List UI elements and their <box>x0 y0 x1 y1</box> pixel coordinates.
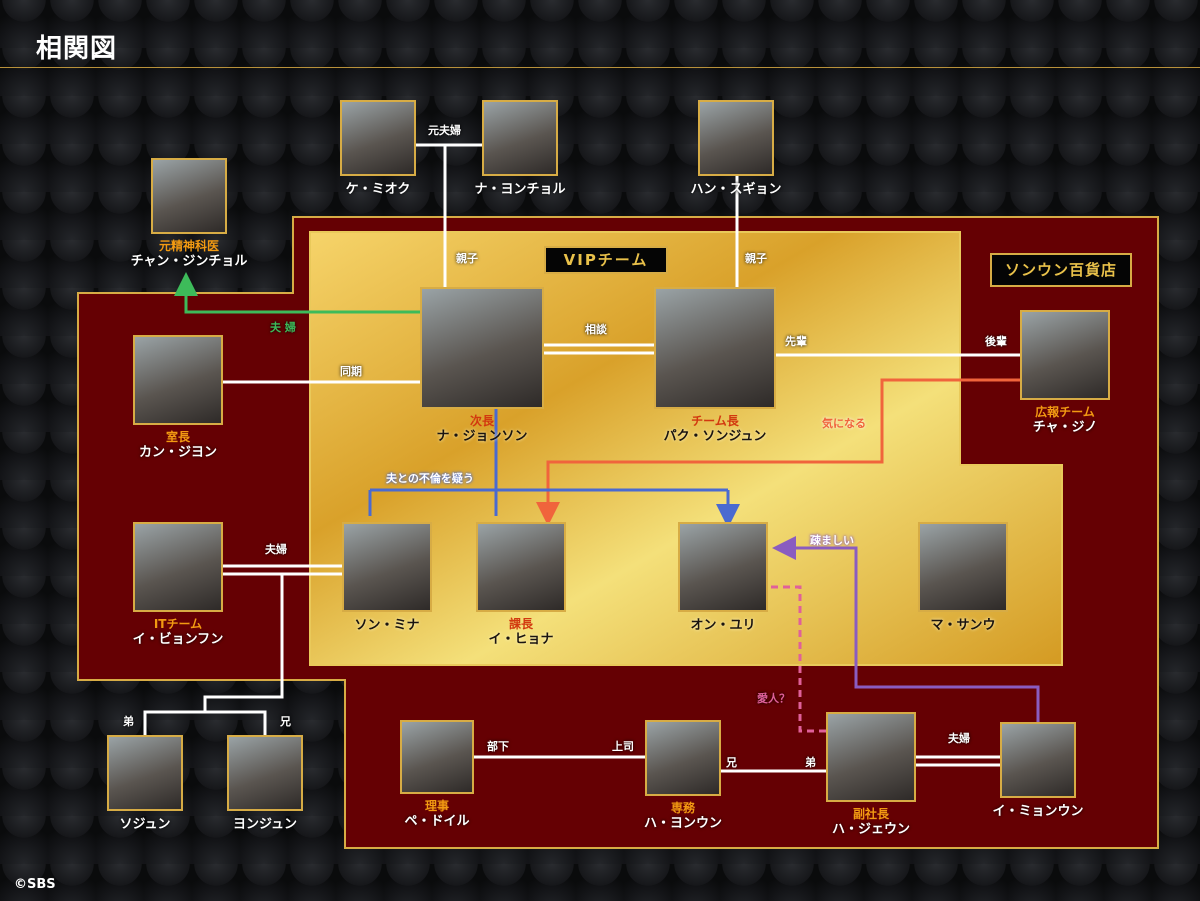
person-name: チャン・ジンチョル <box>130 254 248 269</box>
person-name: ハン・スギョン <box>690 182 782 197</box>
person-name: ナ・ヨンチョル <box>474 182 566 197</box>
title-divider <box>0 67 1200 68</box>
person-name: ソジュン <box>119 817 171 832</box>
relation-label: 夫との不倫を疑う <box>386 472 474 485</box>
relation-label: 気になる <box>822 417 866 430</box>
portrait-photo <box>678 522 768 612</box>
person-role: チーム長 <box>691 414 739 428</box>
white-relation-lines <box>143 143 1020 773</box>
relation-label: 疎ましい <box>810 534 854 547</box>
relation-label: 夫婦 <box>948 732 970 745</box>
relation-label: 親子 <box>456 252 478 265</box>
relation-label: 上司 <box>612 740 634 753</box>
person-role: 専務 <box>670 801 695 815</box>
person-role: 次長 <box>469 414 494 428</box>
portrait-photo <box>698 100 774 176</box>
person-name: ハ・ジェウン <box>831 822 910 837</box>
relation-label: 同期 <box>340 365 362 378</box>
relation-label: 部下 <box>487 740 509 753</box>
portrait-photo <box>342 522 432 612</box>
person-name: ナ・ジョンソン <box>436 429 528 444</box>
person-sojun: ソジュン <box>65 735 225 833</box>
page-title: 相関図 <box>36 34 118 64</box>
person-park-sonjun: チーム長パク・ソンジュン <box>635 287 795 445</box>
portrait-photo <box>133 522 223 612</box>
person-name: ケ・ミオク <box>345 182 411 197</box>
lover-dashed-line <box>770 585 826 733</box>
person-name: ハ・ヨンウン <box>643 816 722 831</box>
suspect-arrows <box>368 409 730 514</box>
relation-label: 後輩 <box>985 335 1007 348</box>
portrait-photo <box>420 287 544 409</box>
store-tag: ソンウン百貨店 <box>990 253 1132 287</box>
relation-label: 愛人？ <box>757 692 790 705</box>
person-cha-jino: 広報チームチャ・ジノ <box>985 310 1145 436</box>
relation-label: 弟 <box>123 715 134 728</box>
person-name: イ・ビョンフン <box>132 632 224 647</box>
person-han-sugyong: ハン・スギョン <box>656 100 816 198</box>
person-name: ヨンジュン <box>232 817 298 832</box>
relation-label: 夫 婦 <box>270 321 296 334</box>
relation-label: 相談 <box>585 323 607 336</box>
portrait-photo <box>400 720 474 794</box>
person-kang-jiyon: 室長カン・ジヨン <box>98 335 258 461</box>
person-name: ソン・ミナ <box>354 618 420 633</box>
person-role: 元精神科医 <box>158 239 219 253</box>
person-name: カン・ジヨン <box>138 445 217 460</box>
portrait-photo <box>133 335 223 425</box>
relation-label: 先輩 <box>785 335 807 348</box>
person-son-mina: ソン・ミナ <box>307 522 467 634</box>
portrait-photo <box>151 158 227 234</box>
consult-arrow <box>174 272 420 314</box>
person-lee-myonun: イ・ミョンウン <box>958 722 1118 820</box>
relation-label: 親子 <box>745 252 767 265</box>
copyright: ©SBS <box>14 877 56 892</box>
person-name: イ・ミョンウン <box>992 804 1084 819</box>
portrait-photo <box>107 735 183 811</box>
person-role: 理事 <box>424 799 449 813</box>
portrait-photo <box>918 522 1008 612</box>
relation-label: 兄 <box>280 715 291 728</box>
resent-arrow <box>772 536 1040 722</box>
person-role: 課長 <box>508 617 533 631</box>
person-name: パク・ソンジュン <box>663 429 767 444</box>
person-role: 室長 <box>165 430 190 444</box>
person-yonjun: ヨンジュン <box>185 735 345 833</box>
portrait-photo <box>654 287 776 409</box>
person-ke-miok: ケ・ミオク <box>298 100 458 198</box>
person-name: イ・ヒョナ <box>488 632 554 647</box>
person-role: ITチーム <box>153 617 203 631</box>
vip-team-tag: VIPチーム <box>544 246 668 274</box>
portrait-photo <box>227 735 303 811</box>
person-na-jongson: 次長ナ・ジョンソン <box>402 287 562 445</box>
person-role: 広報チーム <box>1035 405 1095 419</box>
person-name: チャ・ジノ <box>1032 420 1098 435</box>
portrait-photo <box>1000 722 1076 798</box>
person-name: マ・サンウ <box>930 618 996 633</box>
portrait-photo <box>645 720 721 796</box>
relation-label: 兄 <box>726 756 737 769</box>
portrait-photo <box>476 522 566 612</box>
relation-label: 元夫婦 <box>428 124 461 137</box>
person-role: 副社長 <box>852 807 889 821</box>
portrait-photo <box>340 100 416 176</box>
portrait-photo <box>482 100 558 176</box>
relation-label: 夫婦 <box>265 543 287 556</box>
person-lee-byonfun: ITチームイ・ビョンフン <box>98 522 258 648</box>
person-na-yongcheol: ナ・ヨンチョル <box>440 100 600 198</box>
person-chang-jincheol: 元精神科医チャン・ジンチョル <box>109 158 269 270</box>
person-ha-yonun: 専務ハ・ヨンウン <box>603 720 763 832</box>
person-on-yuri: オン・ユリ <box>643 522 803 634</box>
portrait-photo <box>1020 310 1110 400</box>
person-name: ペ・ドイル <box>404 814 470 829</box>
portrait-photo <box>826 712 916 802</box>
person-name: オン・ユリ <box>690 618 756 633</box>
person-pe-doil: 理事ペ・ドイル <box>357 720 517 830</box>
person-ma-sanu: マ・サンウ <box>883 522 1043 634</box>
person-lee-hyona: 課長イ・ヒョナ <box>441 522 601 648</box>
relation-label: 弟 <box>805 756 816 769</box>
person-ha-jeun: 副社長ハ・ジェウン <box>791 712 951 838</box>
curious-arrow <box>536 378 1020 526</box>
